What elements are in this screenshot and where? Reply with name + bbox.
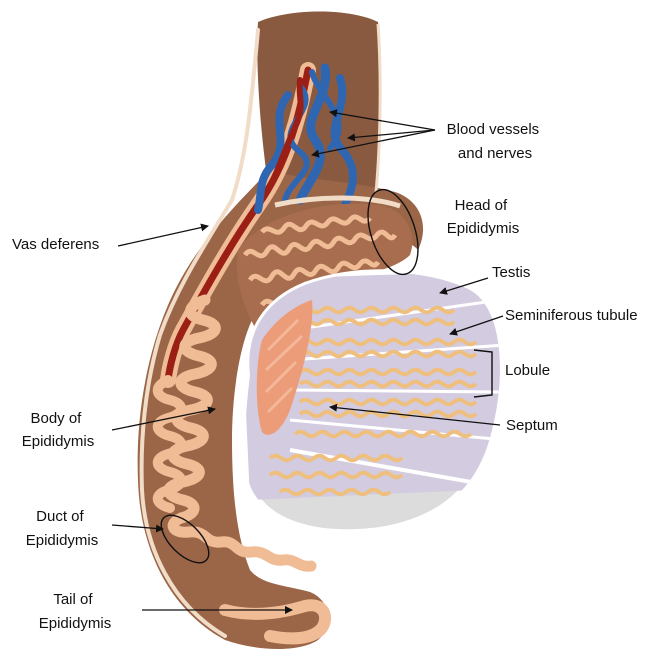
label-lobule: Lobule bbox=[505, 362, 550, 379]
label-vas-deferens: Vas deferens bbox=[12, 236, 99, 253]
testis bbox=[240, 270, 520, 532]
label-tail-of-epididymis: Tail of Epididymis bbox=[39, 591, 112, 632]
label-body-of-epididymis: Body of Epididymis bbox=[22, 410, 95, 450]
label-septum: Septum bbox=[506, 417, 558, 434]
label-duct-of-epididymis: Duct of Epididymis bbox=[26, 508, 99, 549]
label-blood-vessels: Blood vessels and nerves bbox=[447, 121, 544, 162]
label-seminiferous-tubule: Seminiferous tubule bbox=[505, 307, 638, 324]
label-head-of-epididymis: Head of Epididymis bbox=[447, 197, 520, 237]
label-testis: Testis bbox=[492, 264, 530, 281]
